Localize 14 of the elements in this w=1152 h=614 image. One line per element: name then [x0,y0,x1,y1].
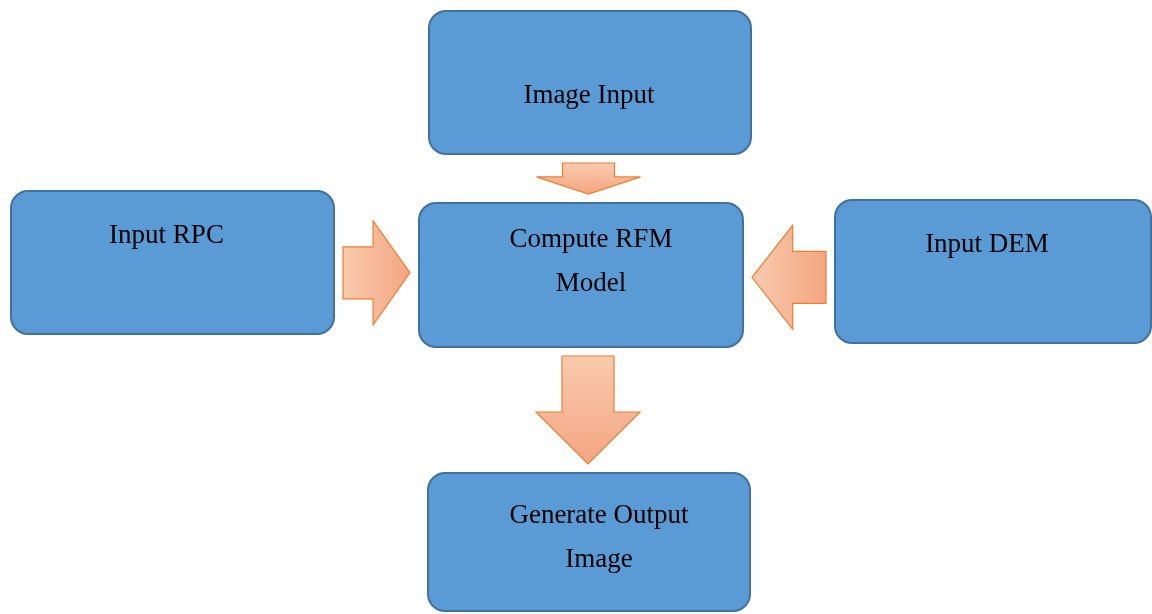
process-box [428,10,752,155]
block-arrow [535,162,642,195]
process-box [418,202,744,348]
block-arrow [342,218,411,327]
process-box [10,190,335,335]
box-label: Input DEM [925,227,1049,260]
block-arrow [534,355,642,465]
box-label: Compute RFM Model [508,222,674,299]
box-label: Image Input [523,78,655,111]
box-label: Input RPC [109,218,224,251]
box-label: Generate Output Image [508,498,690,575]
process-box [427,472,751,612]
block-arrow [751,223,827,332]
process-box [834,199,1152,344]
